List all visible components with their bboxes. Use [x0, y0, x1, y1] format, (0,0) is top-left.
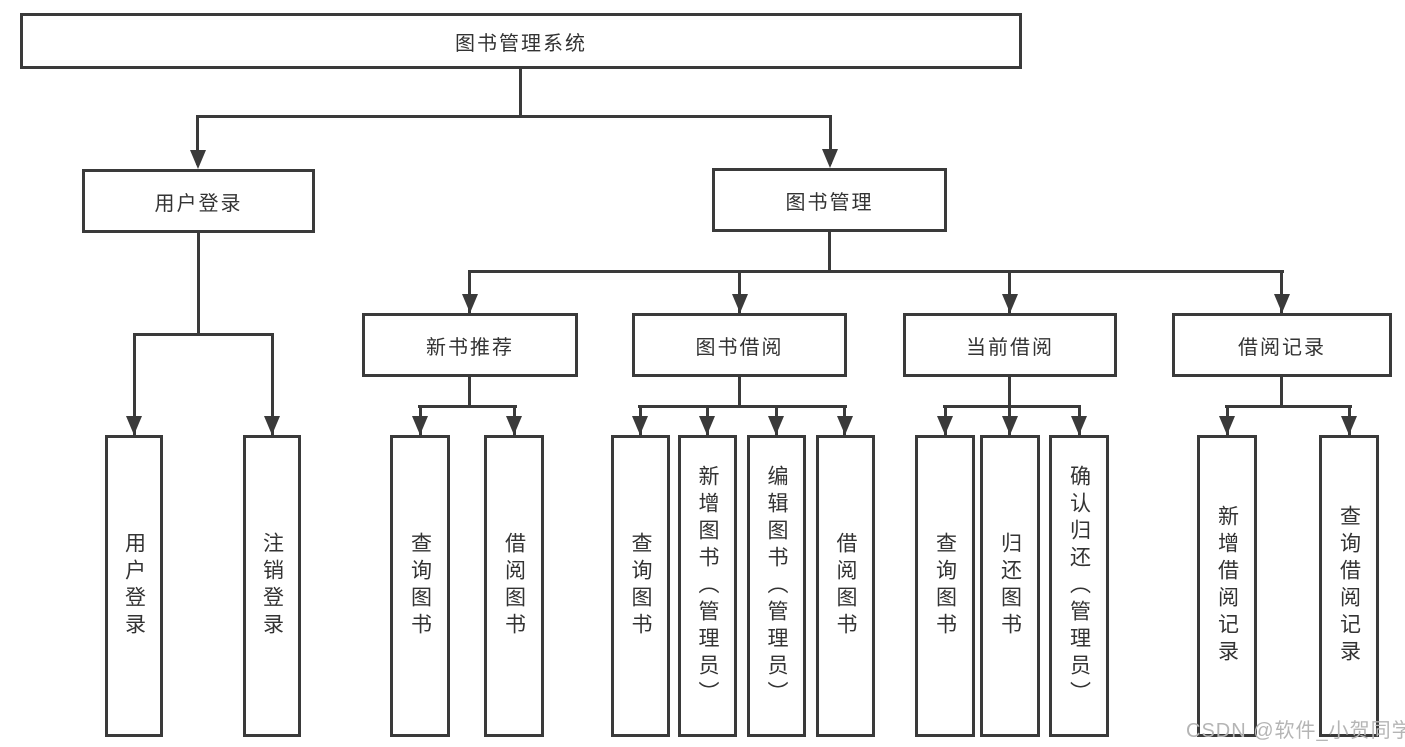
node-user-login: 用户登录 — [82, 169, 315, 233]
arrow-down-icon — [699, 416, 715, 435]
leaf-label: 借阅图书 — [502, 532, 526, 640]
connector-drop-new-book — [468, 270, 471, 313]
leaf-logout-label: 注销登录 — [260, 532, 284, 640]
connector-borrow-records-branch — [1225, 405, 1352, 408]
arrow-down-icon — [264, 416, 280, 435]
arrow-down-icon — [732, 294, 748, 313]
arrow-down-icon — [1274, 294, 1290, 313]
connector-drop-borrow-records — [1280, 270, 1283, 313]
leaf-query-books-borrow: 查询图书 — [611, 435, 670, 737]
leaf-label: 查询图书 — [629, 532, 652, 640]
node-book-mgmt: 图书管理 — [712, 168, 947, 232]
connector-new-book-branch — [418, 405, 517, 408]
leaf-label: 新增图书（管理员） — [696, 464, 719, 708]
arrow-down-icon — [632, 416, 648, 435]
connector-current-borrow-branch — [943, 405, 1081, 408]
connector-borrow-records-stem — [1280, 376, 1283, 407]
leaf-borrow-books-recommend: 借阅图书 — [484, 435, 544, 737]
leaf-logout: 注销登录 — [243, 435, 301, 737]
arrow-down-icon — [1219, 416, 1235, 435]
node-book-borrow-label: 图书借阅 — [695, 336, 784, 359]
leaf-borrow-books: 借阅图书 — [816, 435, 875, 737]
node-root-label: 图书管理系统 — [455, 32, 587, 55]
connector-root-stem — [519, 67, 522, 117]
watermark-text: CSDN @软件_小贺同学 — [1186, 720, 1405, 742]
connector-root-branch — [197, 115, 832, 118]
connector-drop-user-login — [196, 115, 199, 165]
leaf-label: 归还图书 — [998, 532, 1022, 640]
node-current-borrow: 当前借阅 — [903, 313, 1117, 377]
connector-drop-book-borrow — [738, 270, 741, 313]
connector-user-login-branch — [133, 333, 274, 336]
arrow-down-icon — [412, 416, 428, 435]
connector-user-login-stem — [197, 233, 200, 336]
leaf-label: 借阅图书 — [834, 532, 857, 640]
leaf-label: 新增借阅记录 — [1215, 505, 1239, 667]
arrow-down-icon — [837, 416, 853, 435]
leaf-user-login-label: 用户登录 — [122, 532, 146, 640]
connector-drop-book-mgmt — [829, 115, 832, 164]
leaf-query-borrow-record: 查询借阅记录 — [1319, 435, 1379, 737]
leaf-user-login: 用户登录 — [105, 435, 163, 737]
connector-drop-leaf-login — [133, 333, 136, 435]
arrow-down-icon — [506, 416, 522, 435]
arrow-down-icon — [1341, 416, 1357, 435]
leaf-return-books: 归还图书 — [980, 435, 1040, 737]
connector-book-mgmt-stem — [828, 232, 831, 273]
arrow-down-icon — [1071, 416, 1087, 435]
connector-book-mgmt-branch — [468, 270, 1284, 273]
leaf-query-books-current: 查询图书 — [915, 435, 975, 737]
node-borrow-records: 借阅记录 — [1172, 313, 1392, 377]
leaf-confirm-return-admin: 确认归还（管理员） — [1049, 435, 1109, 737]
node-root: 图书管理系统 — [20, 13, 1022, 69]
node-book-mgmt-label: 图书管理 — [785, 191, 874, 214]
node-new-book-recommend: 新书推荐 — [362, 313, 578, 377]
node-borrow-records-label: 借阅记录 — [1238, 336, 1326, 359]
leaf-label: 查询图书 — [933, 532, 957, 640]
connector-current-borrow-stem — [1008, 376, 1011, 407]
arrow-down-icon — [768, 416, 784, 435]
leaf-add-borrow-record: 新增借阅记录 — [1197, 435, 1257, 737]
arrow-down-icon — [822, 149, 838, 168]
arrow-down-icon — [126, 416, 142, 435]
leaf-label: 编辑图书（管理员） — [765, 464, 788, 708]
arrow-down-icon — [1002, 416, 1018, 435]
connector-drop-current-borrow — [1008, 270, 1011, 313]
connector-drop-leaf-logout — [271, 333, 274, 435]
connector-book-borrow-branch — [638, 405, 847, 408]
connector-new-book-stem — [468, 376, 471, 408]
leaf-edit-books-admin: 编辑图书（管理员） — [747, 435, 806, 737]
arrow-down-icon — [1002, 294, 1018, 313]
leaf-query-books-recommend: 查询图书 — [390, 435, 450, 737]
node-current-borrow-label: 当前借阅 — [966, 336, 1054, 359]
leaf-add-books-admin: 新增图书（管理员） — [678, 435, 737, 737]
arrow-down-icon — [462, 294, 478, 313]
leaf-label: 查询借阅记录 — [1337, 505, 1361, 667]
node-book-borrow: 图书借阅 — [632, 313, 847, 377]
arrow-down-icon — [190, 150, 206, 169]
connector-book-borrow-stem — [738, 376, 741, 407]
arrow-down-icon — [937, 416, 953, 435]
leaf-label: 查询图书 — [408, 532, 432, 640]
leaf-label: 确认归还（管理员） — [1067, 464, 1091, 708]
node-new-book-recommend-label: 新书推荐 — [426, 336, 514, 359]
node-user-login-label: 用户登录 — [154, 192, 243, 215]
